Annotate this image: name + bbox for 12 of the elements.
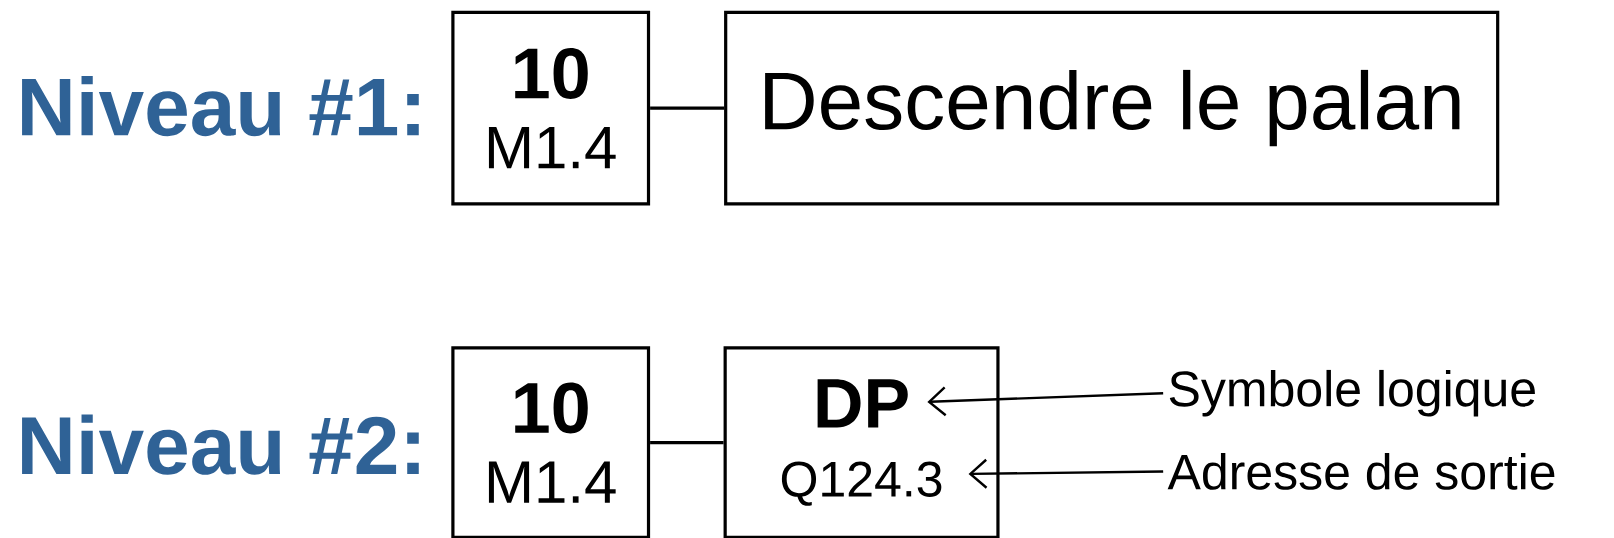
leader-arrow [968,458,1164,489]
annotation-text: Symbole logique [1169,369,1535,417]
action-box: DP Q124.3 [723,346,1000,538]
connector-line [650,441,724,445]
step-box: 10 M1.4 [451,10,651,206]
step-box: 10 M1.4 [451,346,651,538]
connector-line [650,106,725,110]
leader-arrow [927,386,1164,417]
action-box: Descendre le palan [724,10,1500,206]
level-label: Niveau #2: [22,414,419,475]
annotation-text: Adresse de sortie [1167,453,1555,490]
level-label: Niveau #1: [22,75,419,137]
